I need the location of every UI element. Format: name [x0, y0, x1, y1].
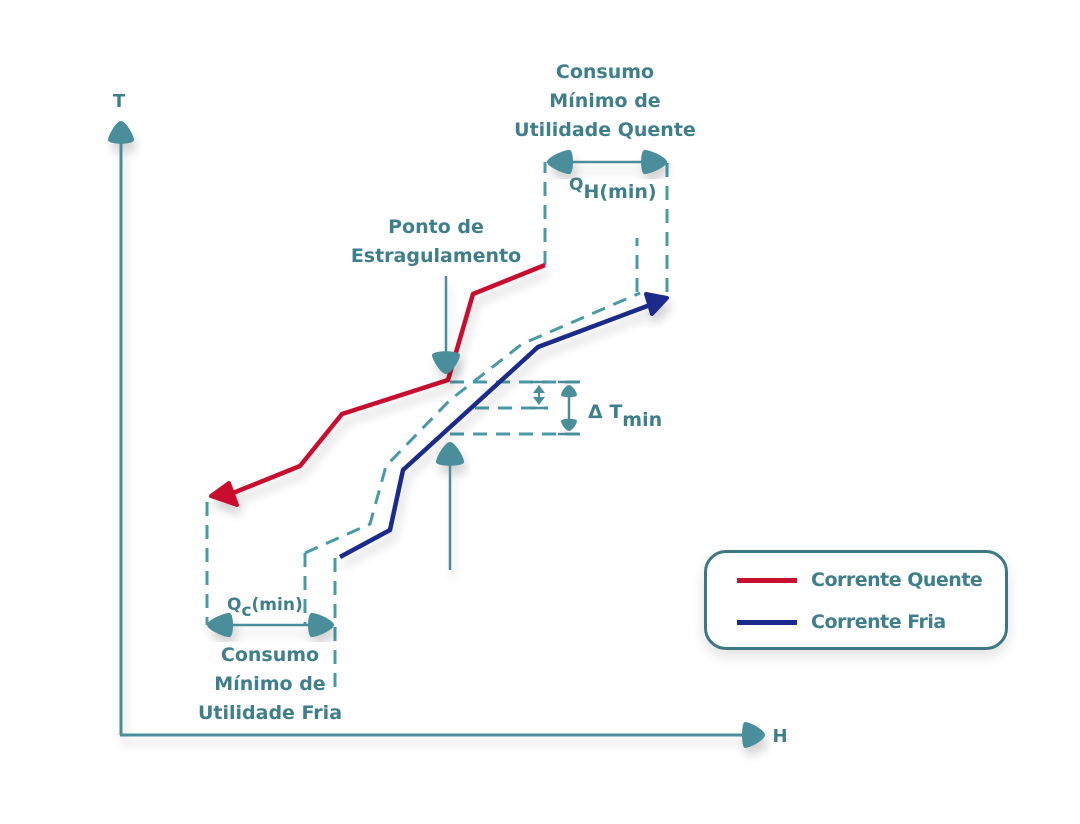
qc-min-arrow — [207, 612, 334, 638]
small-arrow-down-icon — [533, 397, 545, 405]
pinch-arrows — [432, 276, 464, 570]
y-axis-arrow-icon — [108, 121, 134, 144]
hot-composite-curve — [227, 262, 546, 498]
hot-curve-arrow-icon — [209, 481, 239, 507]
cold-curve-group — [338, 292, 669, 559]
svg-text:Utilidade Quente: Utilidade Quente — [514, 119, 696, 141]
legend-swatch-cold — [737, 619, 797, 625]
pinch-arrow-down-icon — [432, 351, 460, 374]
legend-item-cold: Corrente Fria — [737, 611, 946, 633]
legend-swatch-hot — [737, 577, 797, 583]
y-axis-label: T — [113, 91, 126, 112]
svg-text:Consumo: Consumo — [556, 61, 654, 83]
arrow-right-icon — [641, 149, 667, 175]
qh-min-arrow — [547, 149, 667, 175]
hot-curve-group — [209, 262, 546, 507]
qc-min-label: Qc(min) — [227, 595, 303, 621]
legend-label: Corrente Quente — [811, 569, 983, 591]
cold-utility-label: Consumo Mínimo de Utilidade Fria — [198, 644, 342, 724]
svg-text:Mínimo de: Mínimo de — [549, 90, 660, 112]
delta-t-min-markers — [530, 380, 580, 436]
delta-t-min-label: Δ Tmin — [588, 401, 662, 431]
arrow-down-icon — [561, 418, 577, 431]
cold-composite-curve — [338, 302, 651, 559]
pinch-arrow-up-icon — [436, 442, 464, 466]
pinch-point-label: Ponto de Estragulamento — [351, 216, 521, 267]
hot-utility-label: Consumo Mínimo de Utilidade Quente — [514, 61, 696, 141]
cold-curve-arrow-icon — [644, 292, 669, 316]
legend-item-hot: Corrente Quente — [737, 569, 983, 591]
svg-text:Utilidade Fria: Utilidade Fria — [198, 702, 342, 724]
shifted-cold-curve — [304, 291, 641, 555]
axes — [108, 121, 765, 748]
small-arrow-up-icon — [533, 385, 545, 393]
arrow-left-icon — [547, 149, 573, 175]
x-axis-arrow-icon — [742, 722, 765, 748]
svg-text:Estragulamento: Estragulamento — [351, 245, 521, 267]
svg-text:Mínimo de: Mínimo de — [214, 673, 325, 695]
qh-min-label: QH(min) — [569, 175, 657, 203]
arrow-left-icon — [207, 612, 233, 638]
legend: Corrente Quente Corrente Fria — [704, 550, 1008, 650]
arrow-up-icon — [561, 385, 577, 398]
guide-lines — [205, 162, 669, 690]
legend-label: Corrente Fria — [811, 611, 946, 633]
svg-text:Consumo: Consumo — [221, 644, 319, 666]
svg-text:Ponto de: Ponto de — [388, 216, 484, 238]
arrow-right-icon — [308, 612, 334, 638]
x-axis-label: H — [772, 726, 787, 747]
